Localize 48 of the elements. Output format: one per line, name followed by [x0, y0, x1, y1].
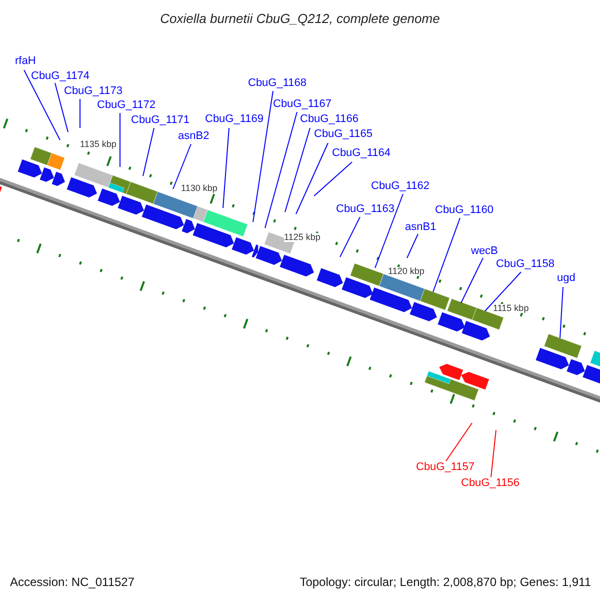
gene-label: CbuG_1162 — [371, 181, 430, 192]
leader-line — [172, 144, 192, 190]
scale-label: 1135 kbp — [80, 140, 116, 149]
leader-line — [432, 218, 460, 292]
gene-label: CbuG_1173 — [64, 86, 123, 97]
scale-label: 1125 kbp — [284, 233, 320, 242]
gene-label: CbuG_1163 — [336, 204, 395, 215]
gene-label: CbuG_1174 — [31, 71, 90, 82]
gene-label: CbuG_1168 — [248, 78, 307, 89]
leader-line — [314, 162, 352, 196]
leader-line — [374, 194, 404, 268]
accession-text: Accession: NC_011527 — [10, 576, 135, 588]
leader-line — [460, 258, 484, 304]
leader-line — [252, 90, 274, 222]
leader-line — [490, 430, 496, 478]
leader-line — [560, 286, 564, 338]
gene-label: wecB — [471, 246, 498, 257]
scale-label: 1115 kbp — [493, 304, 529, 313]
genome-info-text: Topology: circular; Length: 2,008,870 bp; Genes: 1,911 — [300, 576, 591, 588]
gene-label: CbuG_1165 — [314, 129, 373, 140]
gene-label: asnB1 — [405, 222, 436, 233]
gene-label: CbuG_1156 — [461, 478, 520, 489]
leader-line — [142, 128, 154, 176]
scale-label: 1120 kbp — [388, 267, 424, 276]
gene-label: CbuG_1158 — [496, 259, 555, 270]
leader-line — [54, 82, 68, 132]
gene-label: asnB2 — [178, 131, 210, 142]
leader-line — [296, 142, 328, 214]
gene-label: CbuG_1169 — [205, 114, 264, 125]
gene-label: ugd — [557, 273, 576, 284]
leader-line — [340, 216, 360, 258]
gene-label: CbuG_1164 — [332, 148, 391, 159]
leader-line — [24, 70, 60, 140]
map-title: Coxiella burnetii CbuG_Q212, complete genome — [159, 12, 441, 25]
gene-label: CbuG_1172 — [97, 100, 156, 111]
leader-line — [222, 128, 230, 208]
leader-line — [406, 234, 418, 258]
gene-label: CbuG_1157 — [416, 462, 475, 473]
scale-label: 1130 kbp — [181, 184, 218, 193]
leader-line — [446, 422, 472, 462]
gene-label: rfaH — [15, 56, 36, 67]
leader-line — [264, 112, 298, 228]
gene-label: CbuG_1166 — [300, 114, 359, 125]
gene-label: CbuG_1160 — [435, 205, 494, 216]
leader-line — [284, 128, 310, 212]
gene-label: CbuG_1167 — [273, 99, 332, 110]
gene-label: CbuG_1171 — [131, 115, 190, 126]
leader-line — [484, 272, 522, 312]
